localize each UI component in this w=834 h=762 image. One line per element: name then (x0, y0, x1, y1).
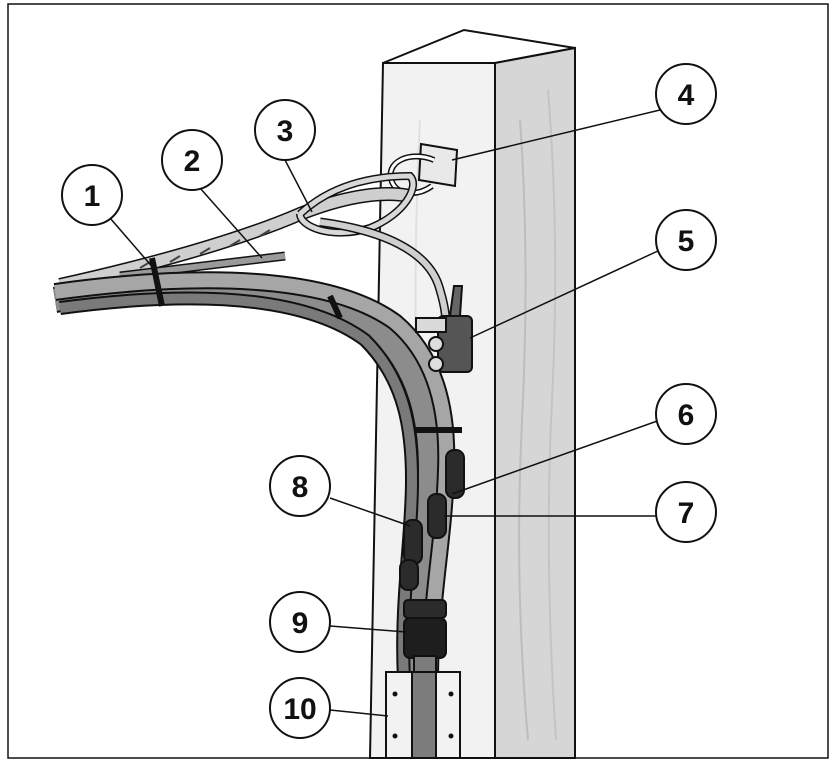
callout-circle (61, 164, 123, 226)
callout-label: 2 (184, 145, 201, 178)
cable-strand-fill (54, 273, 454, 681)
guard-screw (392, 733, 398, 739)
leader-line-6 (451, 419, 661, 495)
anchor-bracket (387, 142, 459, 196)
callout-label: 1 (84, 180, 101, 213)
callout-label: 8 (292, 471, 309, 504)
callout-8: 8 (269, 455, 331, 517)
callout-circle (655, 481, 717, 543)
callout-label: 5 (678, 225, 695, 258)
cable-tie (327, 294, 343, 320)
callout-circle (655, 383, 717, 445)
guard-screw (392, 691, 398, 697)
callout-circle (269, 455, 331, 517)
callout-circle (655, 63, 717, 125)
callout-circle (161, 129, 223, 191)
guard-inner (411, 671, 437, 759)
callout-1: 1 (61, 164, 123, 226)
leader-lines (109, 109, 661, 717)
callout-label: 3 (277, 115, 294, 148)
clamp-plate (415, 317, 447, 333)
messenger-twist (139, 229, 271, 269)
callout-circle (655, 209, 717, 271)
callout-circle (269, 591, 331, 653)
callout-label: 6 (678, 399, 695, 432)
pole-grain (547, 89, 557, 741)
callout-7: 7 (655, 481, 717, 543)
boot-body (403, 617, 447, 659)
callout-6: 6 (655, 383, 717, 445)
callout-5: 5 (655, 209, 717, 271)
leader-line-9 (329, 625, 407, 633)
guard-screw (448, 733, 454, 739)
pole-grain (518, 119, 529, 741)
anchor-hook-inner (389, 154, 435, 195)
messenger-strand-fill (58, 188, 412, 291)
leader-line-4 (451, 109, 661, 161)
callout-4: 4 (655, 63, 717, 125)
leader-line-2 (199, 187, 263, 259)
pole-side-face (494, 46, 576, 759)
sleeve-joint (445, 449, 465, 499)
clamp-top (448, 285, 464, 317)
messenger-loop-fill (297, 173, 416, 236)
callout-label: 9 (292, 607, 309, 640)
leader-line-3 (284, 159, 313, 213)
messenger-wire (58, 171, 451, 331)
clamp-bolt (428, 336, 444, 352)
grounding-rod (119, 251, 286, 281)
leader-line-8 (329, 497, 411, 527)
guard-screw (448, 691, 454, 697)
callout-circle (269, 677, 331, 739)
leader-line-5 (469, 249, 661, 339)
anchor-plate (417, 142, 459, 188)
callout-3: 3 (254, 99, 316, 161)
leader-line-10 (329, 709, 389, 717)
callout-10: 10 (269, 677, 331, 739)
callout-label: 10 (283, 693, 316, 726)
leader-line-1 (109, 217, 156, 271)
callout-9: 9 (269, 591, 331, 653)
clamp-bolt (428, 356, 444, 372)
callout-label: 7 (678, 497, 695, 530)
boot-collar (403, 599, 447, 619)
callout-label: 4 (678, 79, 695, 112)
sleeve-joint (403, 519, 423, 565)
callout-circle (254, 99, 316, 161)
cable-guard (385, 671, 461, 759)
rod-body-fill (119, 253, 286, 279)
cable-tie (149, 257, 165, 307)
sleeve-joint (427, 493, 447, 539)
sleeve-joint (399, 559, 419, 591)
suspension-clamp (415, 285, 473, 373)
callout-2: 2 (161, 129, 223, 191)
